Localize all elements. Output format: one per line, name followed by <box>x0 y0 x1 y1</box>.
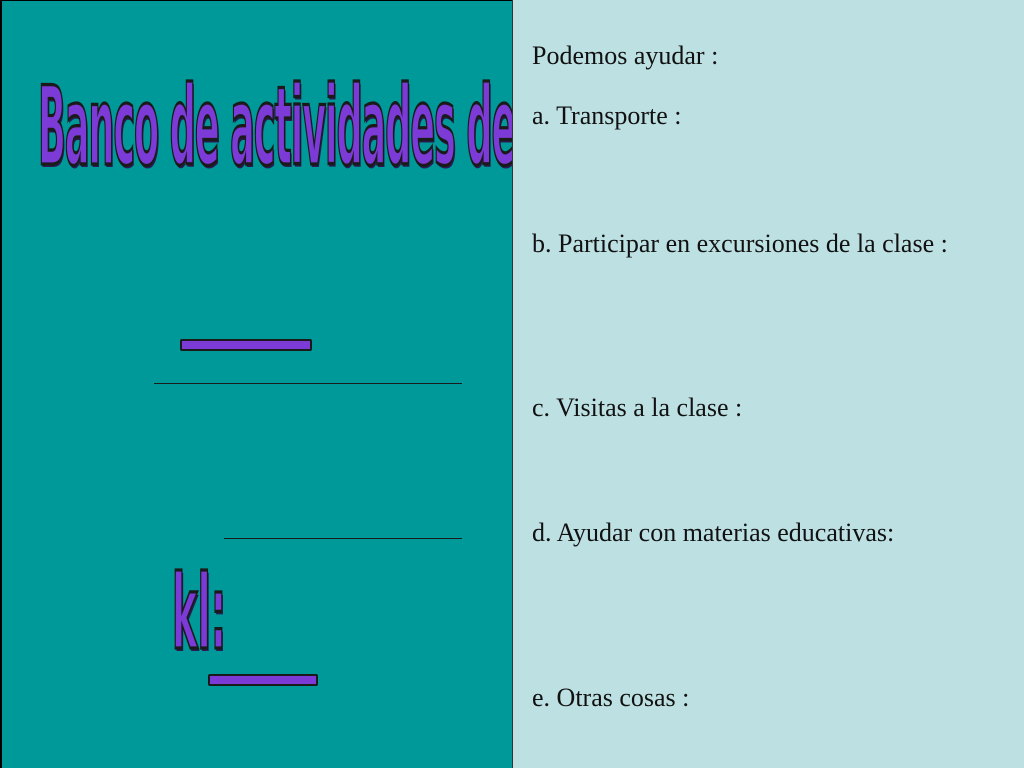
wordart-kl: kl: <box>171 555 227 674</box>
list-item: b. Participar en excursiones de la clase… <box>532 229 948 258</box>
list-item: a. Transporte : <box>532 101 682 130</box>
wordart-title: Banco de actividades de padres <box>37 63 663 191</box>
intro-text: Podemos ayudar : <box>532 41 719 70</box>
blank-line-1 <box>154 383 462 384</box>
left-panel: Banco de actividades de padres kl: <box>2 1 664 768</box>
wordart-underscore <box>208 674 318 686</box>
wordart-dash <box>180 339 312 351</box>
list-item: d. Ayudar con materias educativas: <box>532 518 895 547</box>
list-item: c. Visitas a la clase : <box>532 393 743 422</box>
right-panel <box>512 0 1024 768</box>
list-item: e. Otras cosas : <box>532 683 690 712</box>
blank-line-2 <box>224 538 462 539</box>
